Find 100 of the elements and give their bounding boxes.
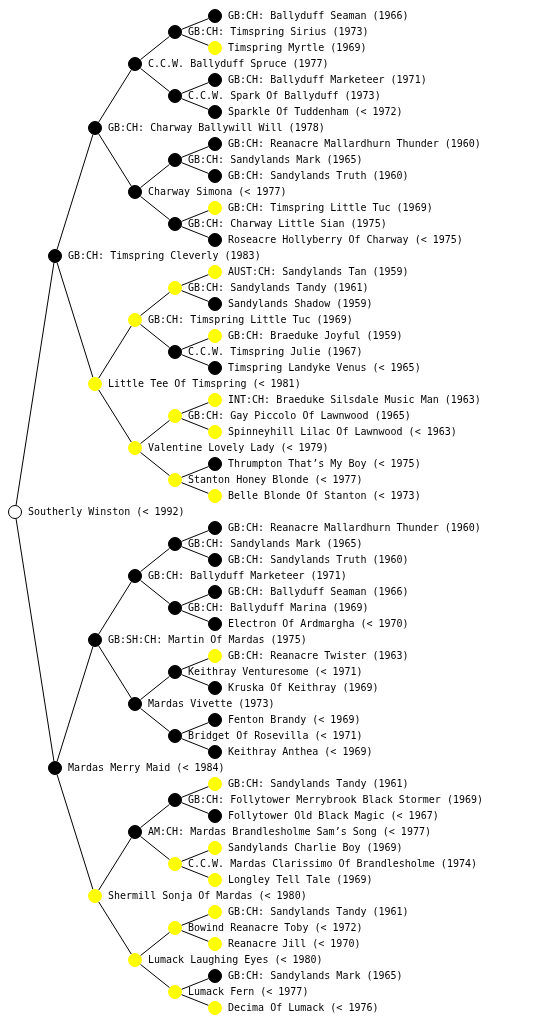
name-label: C.C.W. Spark Of Ballyduff (1973) [188, 90, 381, 102]
name-label: GB:CH: Timspring Cleverly (1983) [68, 250, 261, 262]
name-label: GB:CH: Reanacre Mallardhurn Thunder (1960) [228, 138, 481, 150]
connector-line [56, 134, 94, 250]
connector-line [56, 774, 94, 890]
name-label: Little Tee Of Timspring (< 1981) [108, 378, 301, 390]
connector-line [139, 579, 171, 605]
connector-line [139, 67, 171, 93]
name-label: GB:CH: Gay Piccolo Of Lawnwood (1965) [188, 410, 411, 422]
connector-line [139, 835, 171, 861]
connector-line [98, 389, 132, 443]
connector-line [98, 645, 132, 699]
connector-line [139, 707, 171, 733]
connector-line [181, 658, 209, 670]
name-label: Lumack Fern (< 1977) [188, 986, 309, 998]
connector-line [181, 978, 209, 990]
connector-line [181, 930, 209, 942]
connector-line [15, 262, 55, 506]
name-label: Sandylands Shadow (1959) [228, 298, 373, 310]
name-label: Shermill Sonja Of Mardas (< 1980) [108, 890, 307, 902]
name-label: Decima Of Lumack (< 1976) [228, 1002, 379, 1014]
name-label: GB:CH: Sandylands Truth (1960) [228, 554, 409, 566]
connector-line [181, 722, 209, 734]
name-label: Bridget Of Rosevilla (< 1971) [188, 730, 363, 742]
name-label: AM:CH: Mardas Brandlesholme Sam’s Song (< 1977) [148, 826, 431, 838]
name-label: GB:CH: Ballyduff Marketeer (1971) [148, 570, 347, 582]
connector-line [181, 338, 209, 350]
connector-line [181, 994, 209, 1006]
connector-line [181, 418, 209, 430]
name-label: GB:CH: Charway Ballywill Will (1978) [108, 122, 325, 134]
name-label: GB:CH: Timspring Little Tuc (1969) [148, 314, 353, 326]
connector-line [181, 162, 209, 174]
name-label: Roseacre Hollyberry Of Charway (< 1975) [228, 234, 463, 246]
name-label: C.C.W. Timspring Julie (1967) [188, 346, 363, 358]
name-label: GB:CH: Sandylands Mark (1965) [228, 970, 403, 982]
connector-line [139, 547, 171, 573]
connector-line [139, 323, 171, 349]
connector-line [181, 82, 209, 94]
connector-line [181, 290, 209, 302]
name-label: Lumack Laughing Eyes (< 1980) [148, 954, 323, 966]
connector-line [98, 69, 132, 123]
connector-line [181, 738, 209, 750]
connector-line [98, 581, 132, 635]
connector-line [181, 866, 209, 878]
connector-line [139, 963, 171, 989]
connector-line [139, 803, 171, 829]
name-label: GB:CH: Sandylands Tandy (1961) [188, 282, 369, 294]
name-label: Timspring Landyke Venus (< 1965) [228, 362, 421, 374]
connector-line [181, 402, 209, 414]
connector-line [181, 674, 209, 686]
name-label: Belle Blonde Of Stanton (< 1973) [228, 490, 421, 502]
connector-line [139, 291, 171, 317]
connector-line [181, 18, 209, 30]
name-label: Spinneyhill Lilac Of Lawnwood (< 1963) [228, 426, 457, 438]
name-label: GB:CH: Ballyduff Marina (1969) [188, 602, 369, 614]
connector-line [181, 546, 209, 558]
name-label: Valentine Lovely Lady (< 1979) [148, 442, 329, 454]
name-label: GB:CH: Charway Little Sian (1975) [188, 218, 387, 230]
connector-line [181, 98, 209, 110]
connector-line [139, 195, 171, 221]
connector-line [15, 518, 55, 762]
connector-line [139, 675, 171, 701]
connector-line [181, 802, 209, 814]
name-label: Mardas Vivette (1973) [148, 698, 275, 710]
connector-line [181, 850, 209, 862]
name-label: Southerly Winston (< 1992) [28, 506, 185, 518]
connector-line [181, 226, 209, 238]
name-label: GB:CH: Follytower Merrybrook Black Stormer (1969) [188, 794, 483, 806]
connector-line [181, 274, 209, 286]
name-label: Fenton Brandy (< 1969) [228, 714, 361, 726]
connector-line [181, 594, 209, 606]
connector-line [56, 646, 94, 762]
name-label: AUST:CH: Sandylands Tan (1959) [228, 266, 409, 278]
name-label: Thrumpton That’s My Boy (< 1975) [228, 458, 421, 470]
name-label: INT:CH: Braeduke Silsdale Music Man (1963) [228, 394, 481, 406]
name-label: Follytower Old Black Magic (< 1967) [228, 810, 439, 822]
name-label: GB:CH: Ballyduff Seaman (1966) [228, 10, 409, 22]
connector-line [181, 210, 209, 222]
name-label: Reanacre Jill (< 1970) [228, 938, 361, 950]
connector-line [56, 262, 94, 378]
name-label: GB:CH: Timspring Little Tuc (1969) [228, 202, 433, 214]
connector-line [139, 451, 171, 477]
name-label: GB:CH: Reanacre Twister (1963) [228, 650, 409, 662]
name-label: Kruska Of Keithray (1969) [228, 682, 379, 694]
name-label: Sparkle Of Tuddenham (< 1972) [228, 106, 403, 118]
connector-line [181, 530, 209, 542]
name-label: Stanton Honey Blonde (< 1977) [188, 474, 363, 486]
name-label: GB:CH: Sandylands Tandy (1961) [228, 906, 409, 918]
name-label: Electron Of Ardmargha (< 1970) [228, 618, 409, 630]
connector-line [98, 133, 132, 187]
connector-line [139, 419, 171, 445]
name-label: GB:CH: Sandylands Mark (1965) [188, 154, 363, 166]
connector-line [98, 325, 132, 379]
connector-line [181, 786, 209, 798]
connector-line [181, 146, 209, 158]
connector-line [181, 34, 209, 46]
connector-line [181, 482, 209, 494]
connector-line [181, 610, 209, 622]
name-label: C.C.W. Ballyduff Spruce (1977) [148, 58, 329, 70]
name-label: GB:CH: Timspring Sirius (1973) [188, 26, 369, 38]
